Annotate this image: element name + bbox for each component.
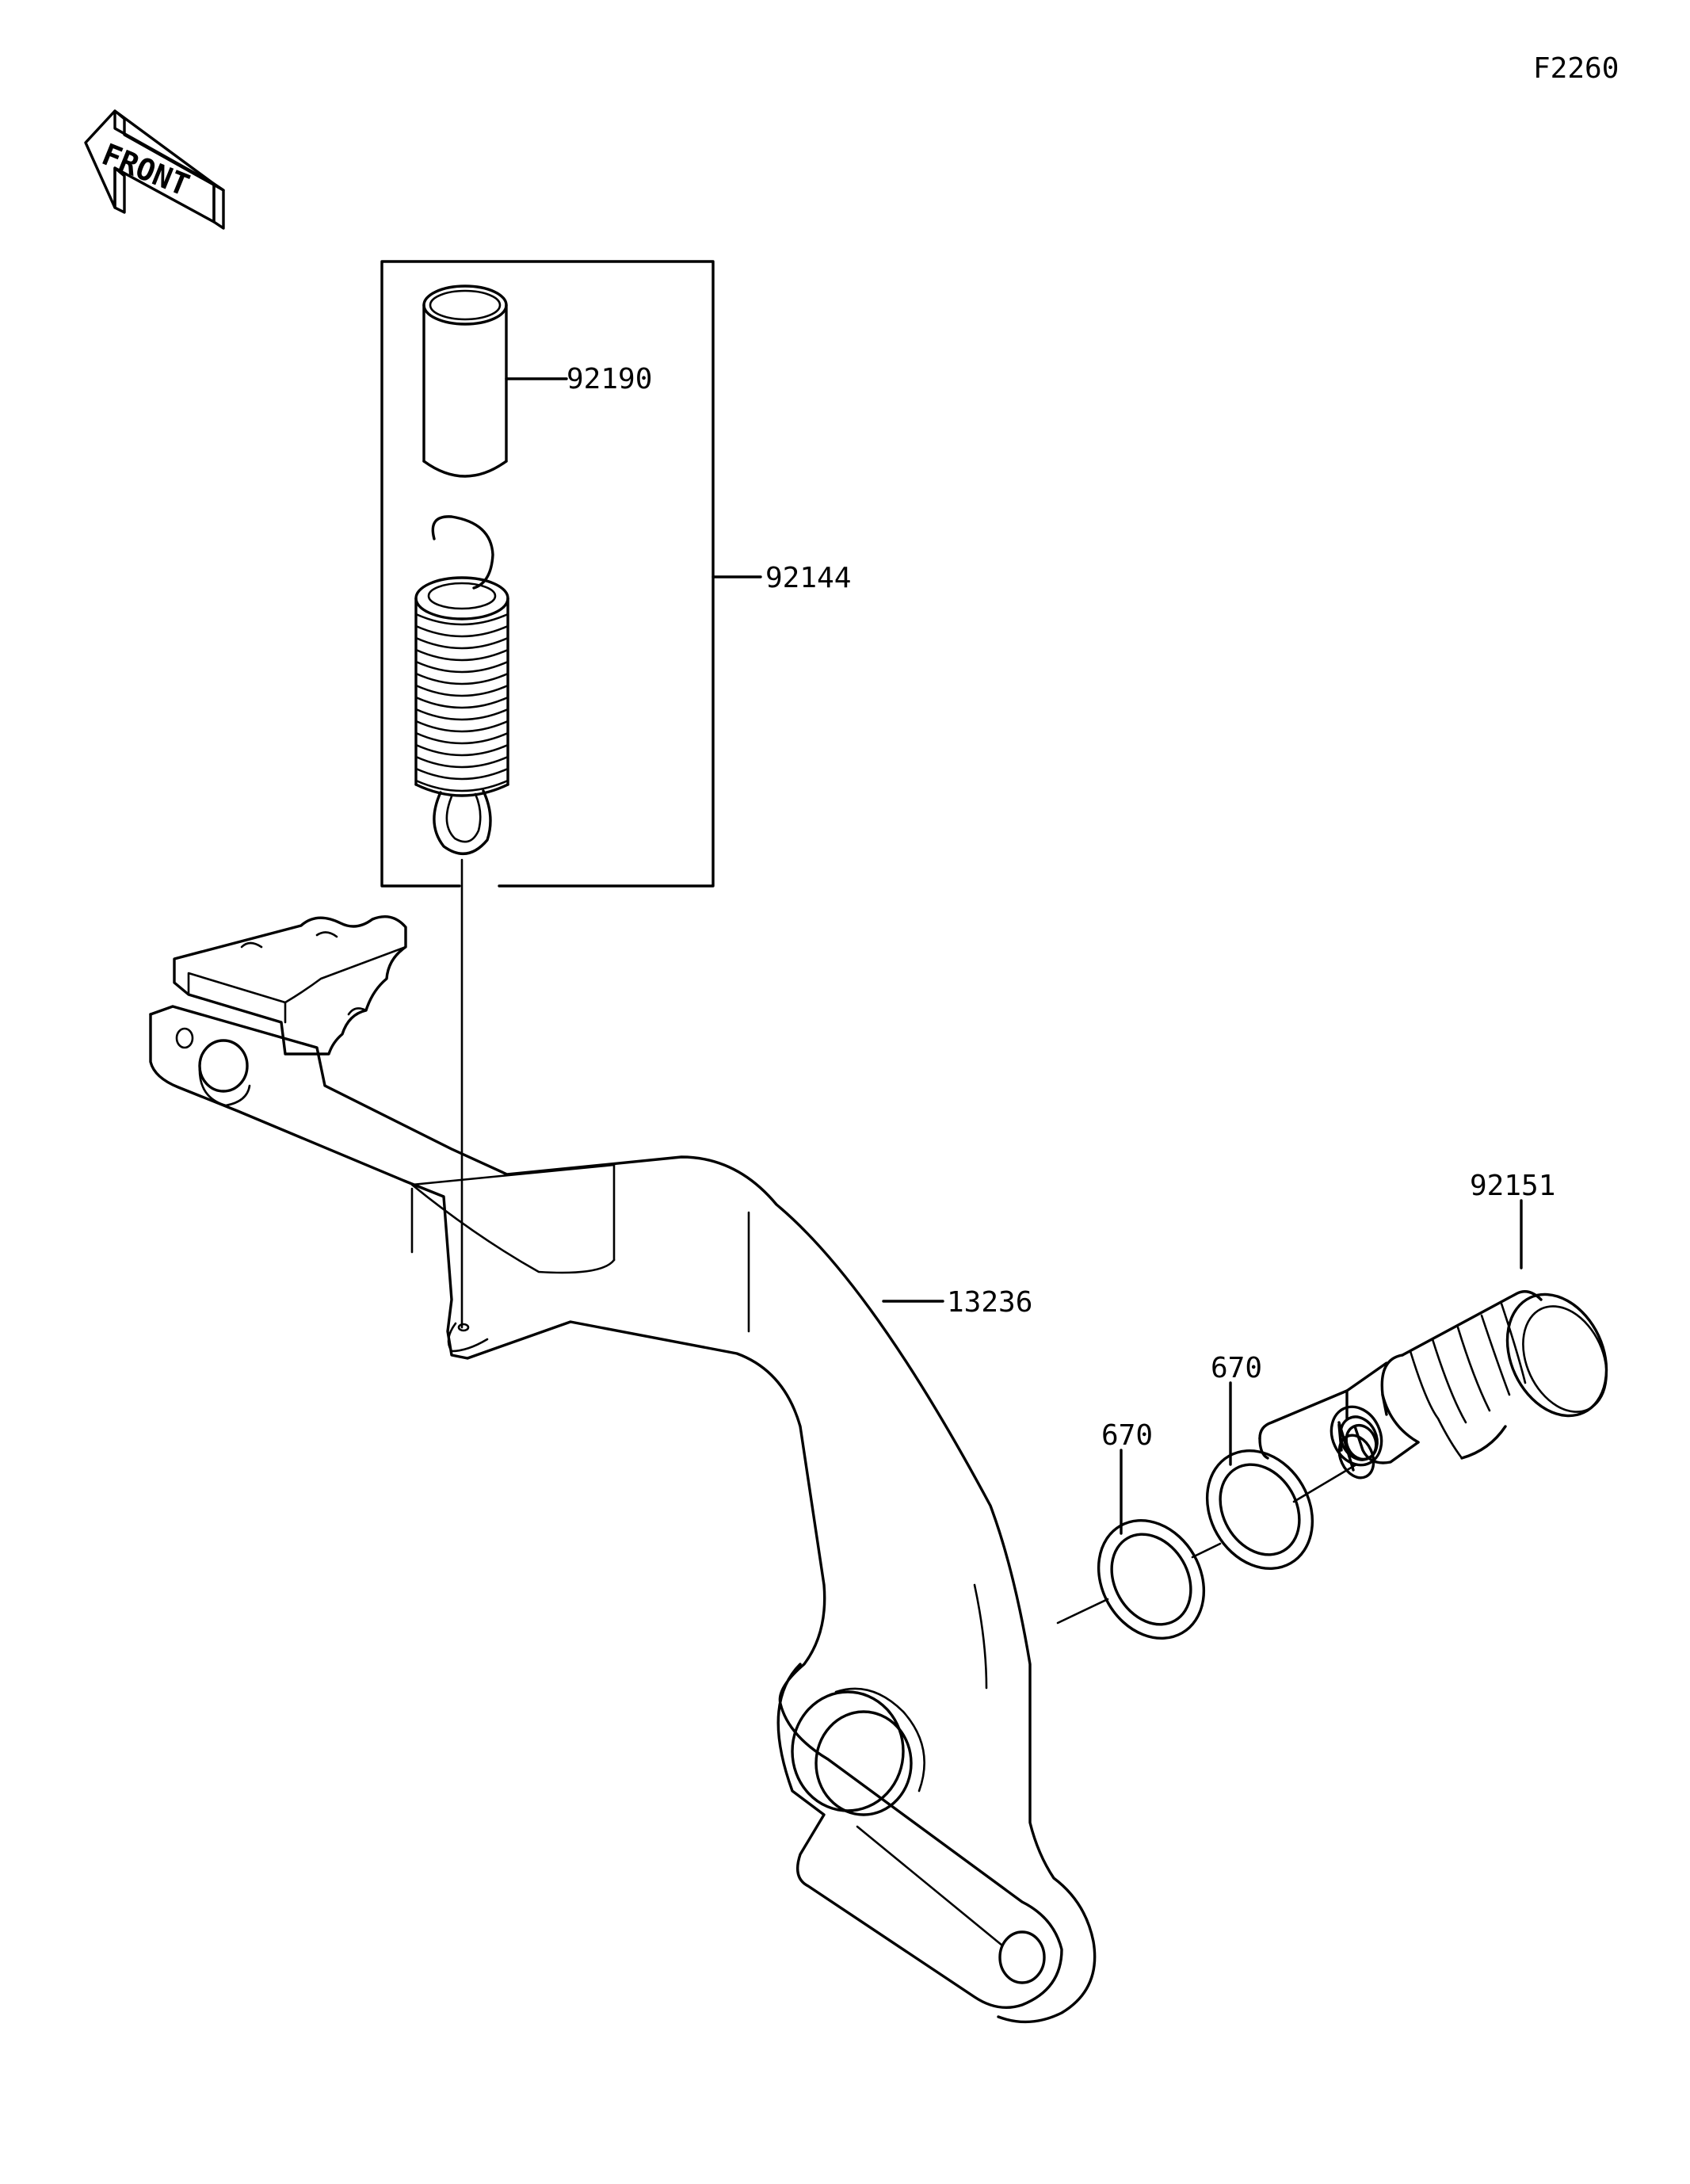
- label-670-left: 670: [1101, 1419, 1153, 1452]
- spring-coil: [414, 684, 509, 697]
- return-spring-part: [414, 515, 509, 1329]
- spring-coil: [414, 636, 509, 650]
- spring-coil: [414, 779, 509, 792]
- label-13236: 13236: [947, 1286, 1032, 1319]
- brake-pedal-part: [149, 915, 1097, 2024]
- front-direction-arrow: FRONT: [84, 109, 225, 230]
- spring-coil: [414, 708, 509, 721]
- pivot-axis-line-2: [1191, 1542, 1222, 1559]
- pivot-axis-line: [1056, 1598, 1109, 1625]
- spring-assembly-box: [380, 260, 762, 888]
- spring-coil: [414, 648, 509, 662]
- spring-coil: [414, 672, 509, 685]
- o-ring-left-part: [1097, 1449, 1206, 1640]
- spring-coil: [414, 613, 509, 626]
- label-92151: 92151: [1470, 1170, 1555, 1202]
- label-92190: 92190: [567, 363, 652, 395]
- spring-coil: [414, 731, 509, 745]
- diagram-code: F2260: [1533, 52, 1619, 85]
- spring-coil: [414, 696, 509, 709]
- pivot-bolt-part: [1258, 1199, 1608, 1480]
- label-92144: 92144: [765, 562, 851, 594]
- spring-coil: [414, 767, 509, 781]
- o-ring-right-part: [1205, 1381, 1314, 1571]
- spring-coil: [414, 720, 509, 733]
- spring-coil: [414, 743, 509, 757]
- spring-coil: [414, 624, 509, 638]
- spring-coil: [414, 755, 509, 769]
- spring-coil: [414, 660, 509, 674]
- collar-part: [422, 284, 568, 478]
- label-670-right: 670: [1211, 1352, 1262, 1384]
